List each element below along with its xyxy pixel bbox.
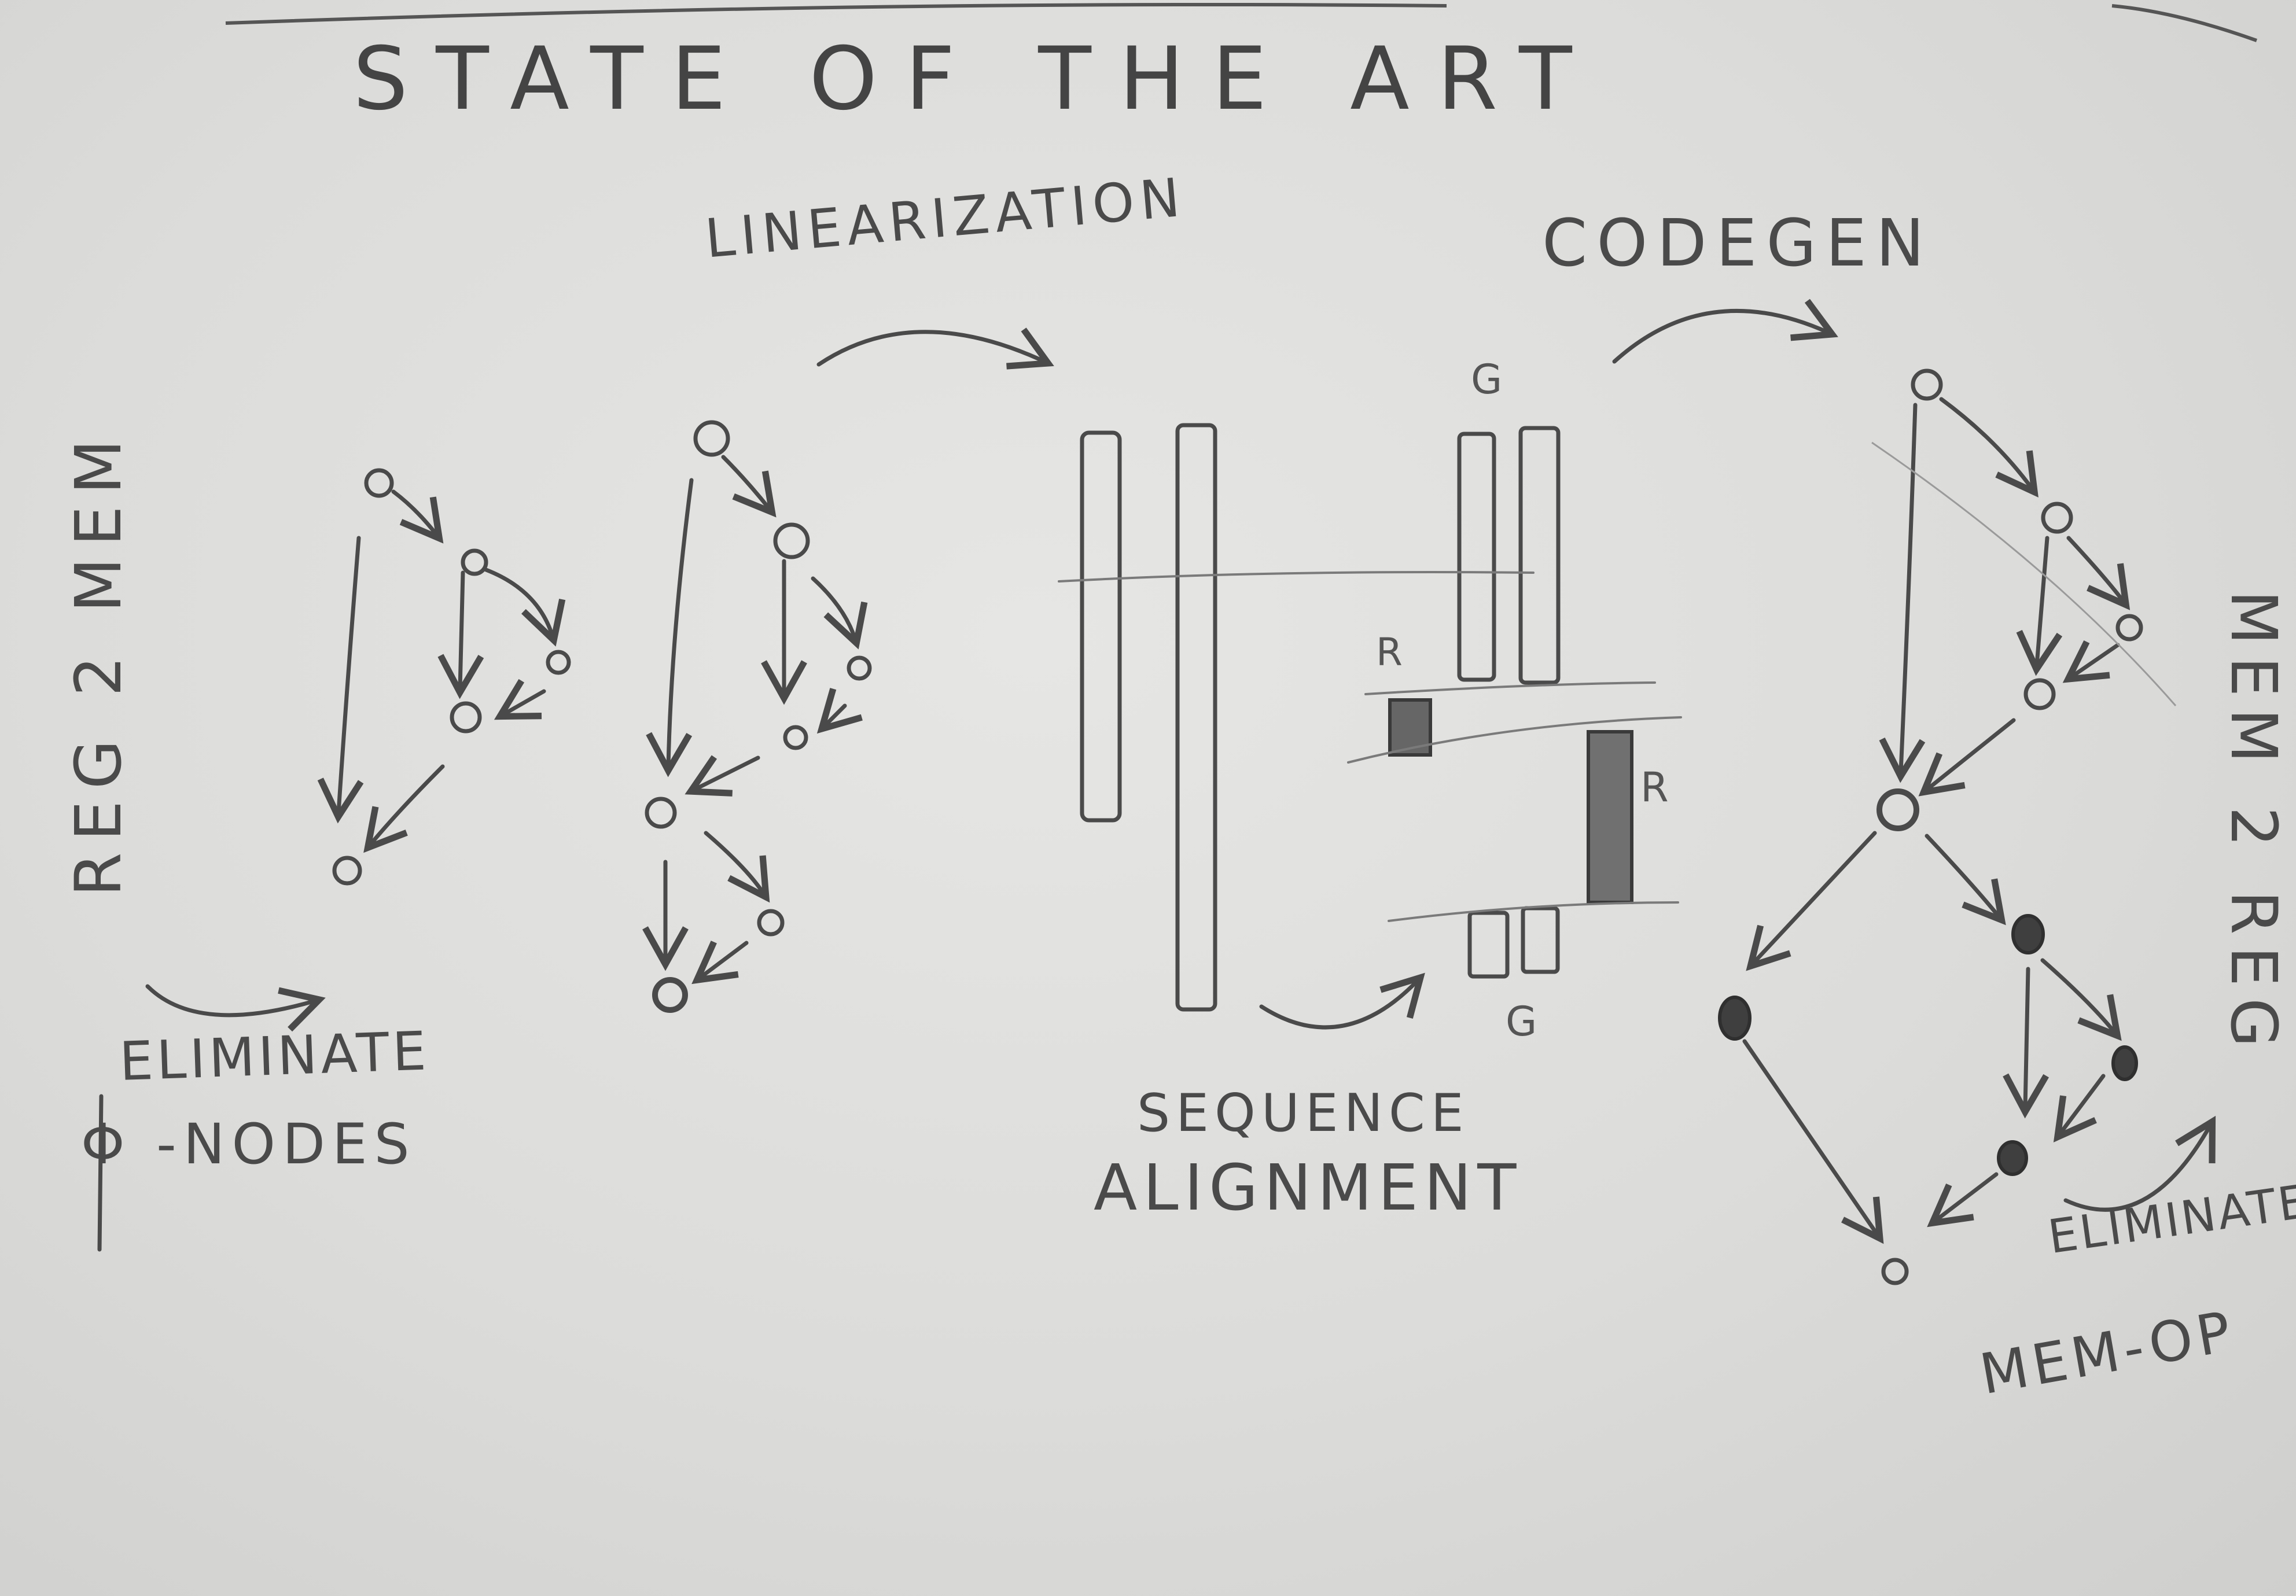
graph-node-filled [1997, 1140, 2028, 1176]
graph-edge [2062, 640, 2120, 683]
page-edge-line [2111, 4, 2258, 42]
graph-node [2115, 614, 2143, 642]
graph-node-filled [2011, 914, 2045, 954]
r-marker: R [1376, 630, 1403, 674]
graph-node [652, 977, 688, 1013]
graph-edge [2016, 536, 2063, 676]
graph-edge [691, 941, 749, 985]
graph-reg2mem [317, 468, 571, 886]
graph-node [450, 701, 482, 734]
sequence-alignment-label-line2: ALIGNMENT [1094, 1151, 1522, 1225]
graph-node [783, 725, 808, 750]
graph-edge [1918, 718, 2016, 797]
graph-edge [391, 489, 444, 544]
graph-edge [1927, 1172, 1999, 1228]
g-marker: G [1506, 998, 1537, 1045]
graph-node [332, 856, 362, 886]
eliminate-mem-arrow [2063, 1115, 2216, 1212]
graph-edge [685, 755, 760, 797]
graph-node [645, 797, 677, 829]
sequence-alignment-label-line1: SEQUENCE [1137, 1083, 1470, 1144]
graph-node [757, 909, 785, 937]
alignment-guide-line [1388, 901, 1679, 922]
graph-node [461, 548, 488, 576]
sequence-bar [1175, 423, 1217, 1012]
aligned-block-g [1467, 911, 1510, 979]
graph-node [2023, 678, 2056, 710]
graph-edge [704, 831, 770, 903]
codegen-arrow [1612, 298, 1838, 364]
aligned-block-g [1518, 426, 1561, 685]
aligned-block-g [1457, 432, 1496, 682]
codegen-label: CODEGEN [1542, 206, 1934, 281]
eliminate-phi-label-line1: ELIMINATE [118, 1020, 431, 1093]
reg2mem-label: REG 2 MEM [61, 427, 135, 897]
alignment-guide-line [1058, 571, 1535, 583]
graph-node [364, 468, 394, 498]
mem2reg-label: MEM 2 REG [2217, 590, 2291, 1059]
r-marker: R [1640, 764, 1669, 811]
graph-node-filled [2111, 1045, 2138, 1081]
graph-edge [2053, 1074, 2106, 1142]
faint-line [1871, 441, 2177, 706]
graph-edge [363, 764, 445, 853]
graph-edge [2040, 958, 2122, 1041]
page-title: STATE OF THE ART [353, 29, 1600, 130]
aligned-block-r [1587, 730, 1633, 904]
g-marker: G [1471, 356, 1502, 403]
graph-edge [1939, 397, 2039, 497]
graph-edge [2003, 967, 2049, 1119]
graph-node-filled [1718, 996, 1752, 1041]
graph-edge [1925, 834, 2006, 926]
aligned-block-g [1521, 906, 1560, 974]
graph-node [1911, 368, 1943, 401]
graph-node [847, 655, 872, 681]
sequence-bar [1080, 430, 1122, 823]
page-edge-line [225, 3, 1447, 25]
graph-linearization [642, 420, 872, 1013]
sequence-alignment-arrow [1259, 972, 1425, 1030]
graph-edge [1879, 403, 1926, 783]
graph-edge [811, 576, 868, 650]
phi-stroke [97, 1094, 104, 1252]
alignment-guide-line [1347, 716, 1682, 764]
eliminate-phi-arrow [145, 984, 326, 1032]
graph-node [1876, 788, 1919, 831]
graph-node [693, 420, 730, 457]
graph-edge [816, 688, 863, 734]
graph-mem2reg [1742, 368, 2216, 1285]
graph-edge [721, 455, 777, 518]
graph-edge [437, 570, 484, 699]
graph-edge [646, 478, 694, 777]
graph-node [773, 522, 810, 559]
graph-node [546, 650, 571, 675]
graph-edge [317, 536, 364, 824]
alignment-guide-line [1364, 681, 1656, 695]
graph-node [2041, 502, 2073, 534]
graph-edge [1746, 831, 1877, 971]
graph-edge [484, 567, 566, 647]
graph-node [1881, 1258, 1909, 1285]
linearization-arrow [816, 327, 1054, 370]
eliminate-phi-label-line2: Φ -NODES [81, 1112, 417, 1177]
graph-edge [1742, 1039, 1884, 1244]
graph-edge [494, 679, 546, 720]
graph-edge [2066, 536, 2131, 610]
